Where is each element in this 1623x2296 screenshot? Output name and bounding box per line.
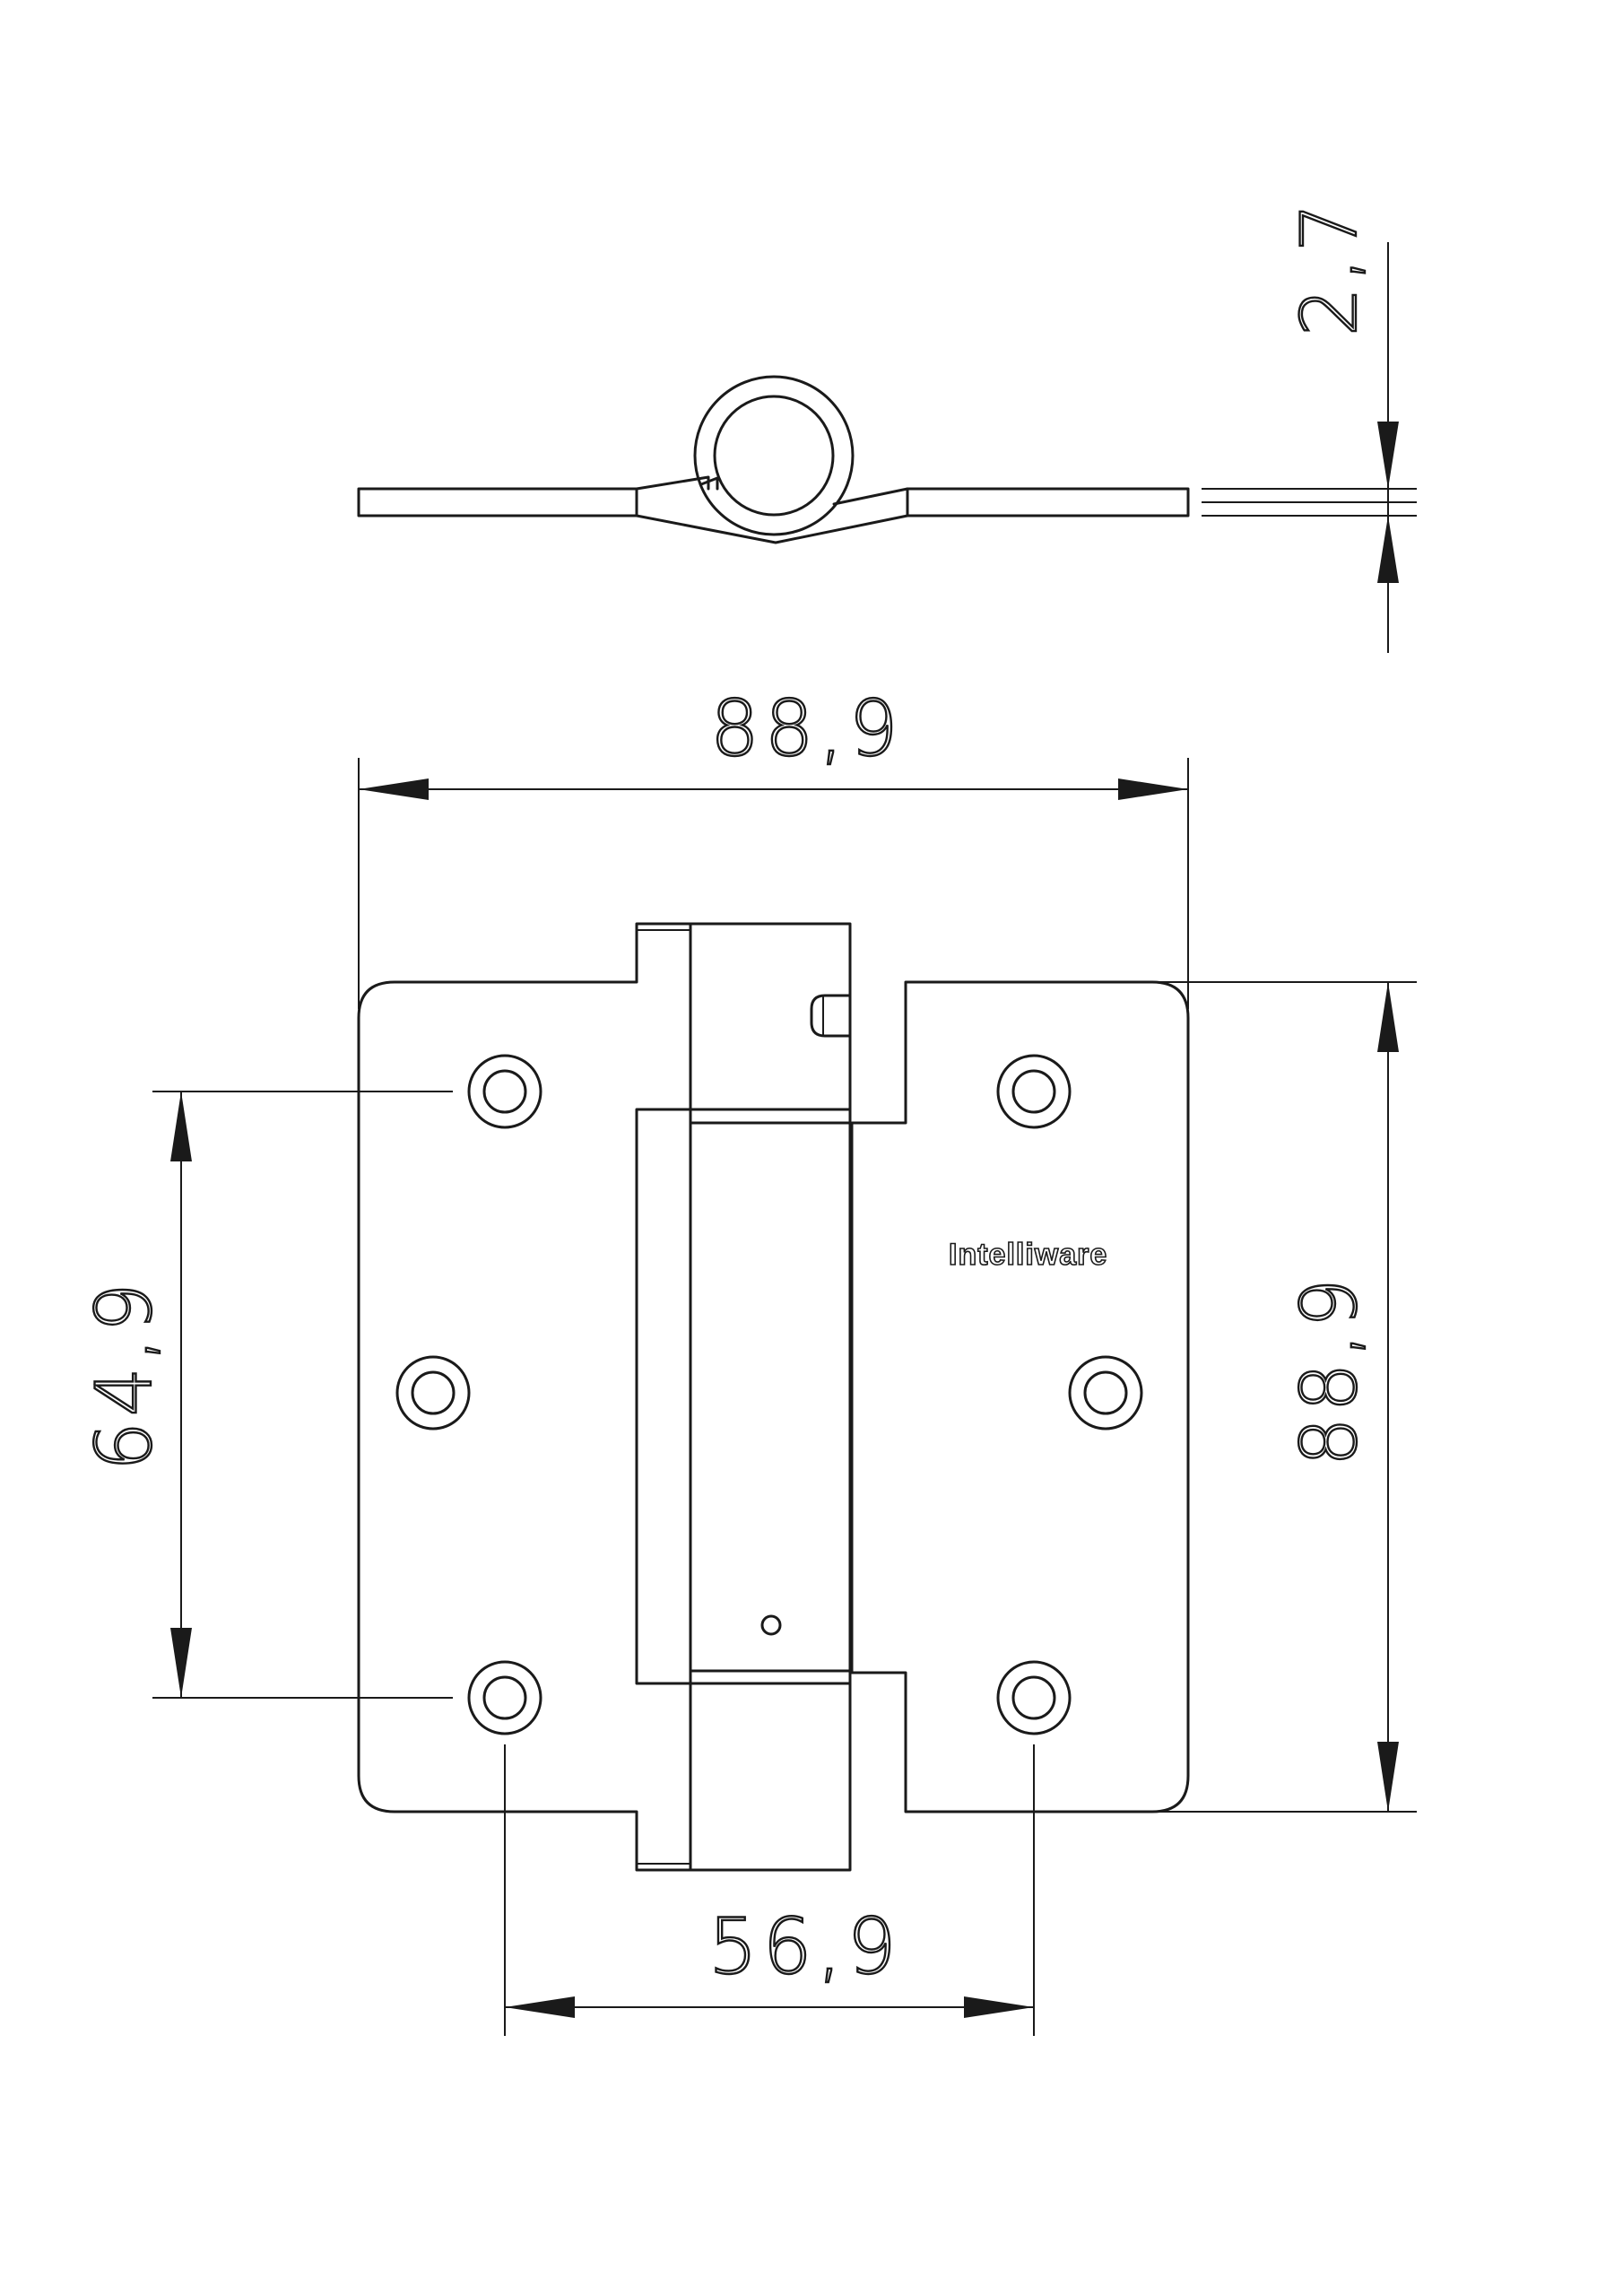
width-arrow-right [1118,778,1188,800]
right-leaf-outline [850,980,1190,1813]
thickness-arrow-top [1377,422,1399,489]
side-view-left-leaf [357,487,638,517]
hole-spacing-horizontal-dimension: 56,9 [504,1744,1035,2036]
thickness-dimension: 2,7 [1202,196,1417,653]
height-arrow-bottom [1377,1742,1399,1812]
thickness-label: 2,7 [1285,197,1375,336]
width-arrow-left [359,778,429,800]
screw-hole [467,1054,542,1129]
height-label: 88,9 [1285,1274,1375,1466]
screw-hole [467,1660,542,1735]
tension-pin-slot [810,994,852,1038]
thickness-arrow-bottom [1377,516,1399,583]
screw-hole [1068,1355,1143,1431]
vspacing-arrow-bottom [170,1628,192,1698]
side-view-knuckle-inner [713,395,835,517]
vspacing-label: 64,9 [80,1278,169,1471]
hspacing-arrow-right [964,1996,1034,2018]
hspacing-label: 56,9 [708,1902,901,1992]
screw-hole [395,1355,471,1431]
left-leaf-outline [357,922,692,1872]
side-view [357,375,1190,544]
width-label: 88,9 [710,684,903,774]
vspacing-arrow-top [170,1091,192,1161]
hole-spacing-vertical-dimension: 64,9 [79,1091,453,1699]
knuckle-barrel [689,922,852,1872]
left-leaf-rebate [635,1108,692,1685]
width-dimension: 88,9 [358,683,1189,1009]
front-view: Intelliware [357,922,1190,1872]
side-view-spring-tab [699,476,719,491]
screw-hole [996,1660,1072,1735]
brand-logo-text: Intelliware [949,1238,1107,1272]
tension-adjust-hole [760,1614,782,1636]
height-dimension: 88,9 [1157,981,1417,1813]
side-view-right-leaf [906,487,1190,517]
side-view-knuckle-outer [693,375,855,536]
side-view-knuckle-bend [635,475,909,544]
height-arrow-top [1377,982,1399,1052]
screw-hole [996,1054,1072,1129]
hspacing-arrow-left [505,1996,575,2018]
